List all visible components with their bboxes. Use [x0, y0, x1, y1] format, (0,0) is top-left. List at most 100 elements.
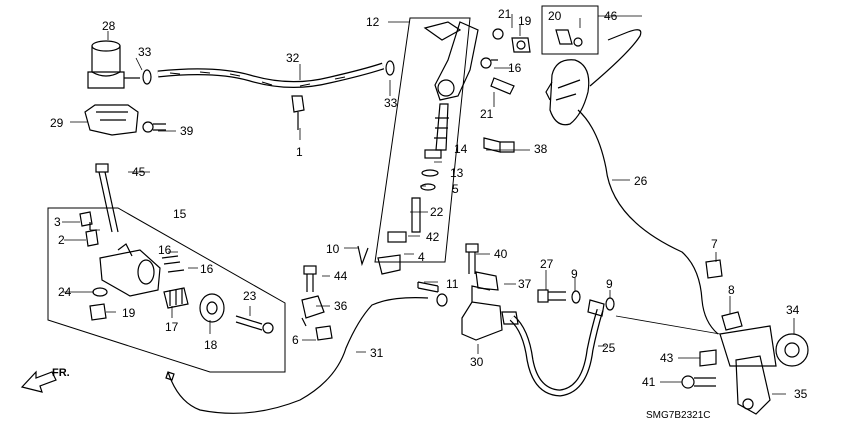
cap-3-part	[79, 211, 93, 227]
callout-28: 28	[102, 19, 116, 33]
callout-9-left: 9	[571, 267, 578, 281]
callout-44: 44	[334, 269, 348, 283]
pin-21-lower-part	[490, 77, 515, 95]
callout-27: 27	[540, 257, 554, 271]
clip-20-part	[555, 29, 583, 47]
pushrod-23-part	[235, 315, 274, 334]
callout-22: 22	[430, 205, 444, 219]
hose-clamp-left-part	[142, 69, 152, 85]
pipe-26-part	[577, 29, 719, 335]
callout-18: 18	[204, 338, 218, 352]
bolt-27-part	[537, 289, 566, 303]
bolt-38-part	[483, 137, 515, 153]
pin-21-part	[492, 28, 504, 40]
pin-10-part	[357, 245, 369, 267]
bolt-44-part	[303, 265, 317, 292]
callout-43: 43	[660, 351, 674, 365]
callout-1: 1	[296, 145, 303, 159]
leader-lines	[62, 14, 795, 395]
callout-5: 5	[452, 182, 459, 196]
master-cylinder-body-part	[377, 21, 479, 275]
callout-21-upper: 21	[498, 7, 512, 21]
pipe-31-part	[165, 297, 429, 414]
group-15-outline	[47, 207, 286, 373]
bleeder-2-part	[85, 222, 99, 247]
callout-21-lower: 21	[480, 107, 494, 121]
callout-19-mc: 19	[518, 14, 532, 28]
callout-38: 38	[534, 142, 548, 156]
nut-43-part	[699, 349, 717, 367]
hose-clamp-right-part	[385, 60, 395, 76]
callout-20: 20	[548, 9, 562, 23]
callout-26: 26	[634, 174, 648, 188]
callout-46: 46	[604, 9, 618, 23]
connector-19-part	[511, 37, 531, 53]
callout-17: 17	[165, 320, 179, 334]
callout-33-left: 33	[138, 45, 152, 59]
callout-16-mc: 16	[508, 61, 522, 75]
callout-11: 11	[446, 277, 459, 291]
callout-42: 42	[426, 230, 440, 244]
callout-41: 41	[642, 375, 656, 389]
callout-13: 13	[450, 166, 464, 180]
reservoir-bracket-part	[84, 104, 139, 136]
callout-15: 15	[173, 207, 187, 221]
pedal-bracket-35-part	[735, 355, 771, 415]
pedal-switch-34-part	[719, 325, 809, 367]
callout-35: 35	[794, 387, 808, 401]
callout-37: 37	[518, 277, 532, 291]
callout-10: 10	[326, 242, 340, 256]
callout-19-slave: 19	[122, 306, 136, 320]
callout-16-pins: 16	[200, 262, 214, 276]
group-12-outline	[374, 17, 471, 263]
pins-16-part	[161, 255, 185, 273]
callout-34: 34	[786, 303, 800, 317]
callout-36: 36	[334, 299, 348, 313]
drawing-code: SMG7B2321C	[646, 410, 710, 421]
direction-label: FR.	[52, 367, 70, 379]
callout-33-right: 33	[384, 96, 398, 110]
callout-24: 24	[58, 285, 72, 299]
callout-labels: 1 2 3 4 5 6 7 8 9 9 10 11 12 13 14 15 16…	[50, 7, 808, 401]
pipe-fitting-11-part	[417, 281, 448, 307]
callout-39: 39	[180, 124, 194, 138]
clip-16-mc-part	[480, 57, 498, 69]
hose-clip-1-part	[291, 95, 305, 130]
callout-32: 32	[286, 51, 300, 65]
callout-9-right: 9	[606, 277, 613, 291]
callout-45: 45	[132, 165, 146, 179]
washer-9-right-part	[605, 297, 615, 311]
bolt-41-part	[681, 375, 716, 389]
callout-29: 29	[50, 116, 64, 130]
reservoir-hose-part	[157, 62, 385, 88]
callout-30: 30	[470, 355, 484, 369]
bracket-36-part	[301, 295, 325, 327]
callout-31: 31	[370, 346, 384, 360]
bolt-40-part	[465, 243, 479, 274]
callout-7: 7	[711, 237, 718, 251]
callout-6: 6	[292, 333, 299, 347]
washer-9-left-part	[571, 290, 581, 304]
callout-4: 4	[418, 250, 425, 264]
callout-14: 14	[454, 142, 468, 156]
reservoir-part	[87, 40, 140, 89]
slave-cylinder-body-part	[99, 243, 161, 297]
callout-40: 40	[494, 247, 508, 261]
bracket-30-part	[461, 285, 503, 341]
callout-2: 2	[58, 233, 65, 247]
front-direction-arrow: FR.	[20, 367, 70, 393]
bolt-45-part	[95, 163, 119, 233]
callout-16-group: 16	[158, 243, 172, 257]
clip-37-part	[475, 271, 499, 291]
clip-6-part	[315, 325, 333, 341]
callout-25: 25	[602, 341, 616, 355]
group-46-box	[541, 5, 599, 55]
callout-8: 8	[728, 283, 735, 297]
washer-24-part	[92, 287, 108, 297]
callout-23: 23	[243, 289, 257, 303]
callout-12: 12	[366, 15, 380, 29]
callout-3: 3	[54, 215, 61, 229]
boot-18-part	[199, 293, 225, 323]
hose-25-part	[501, 299, 605, 397]
